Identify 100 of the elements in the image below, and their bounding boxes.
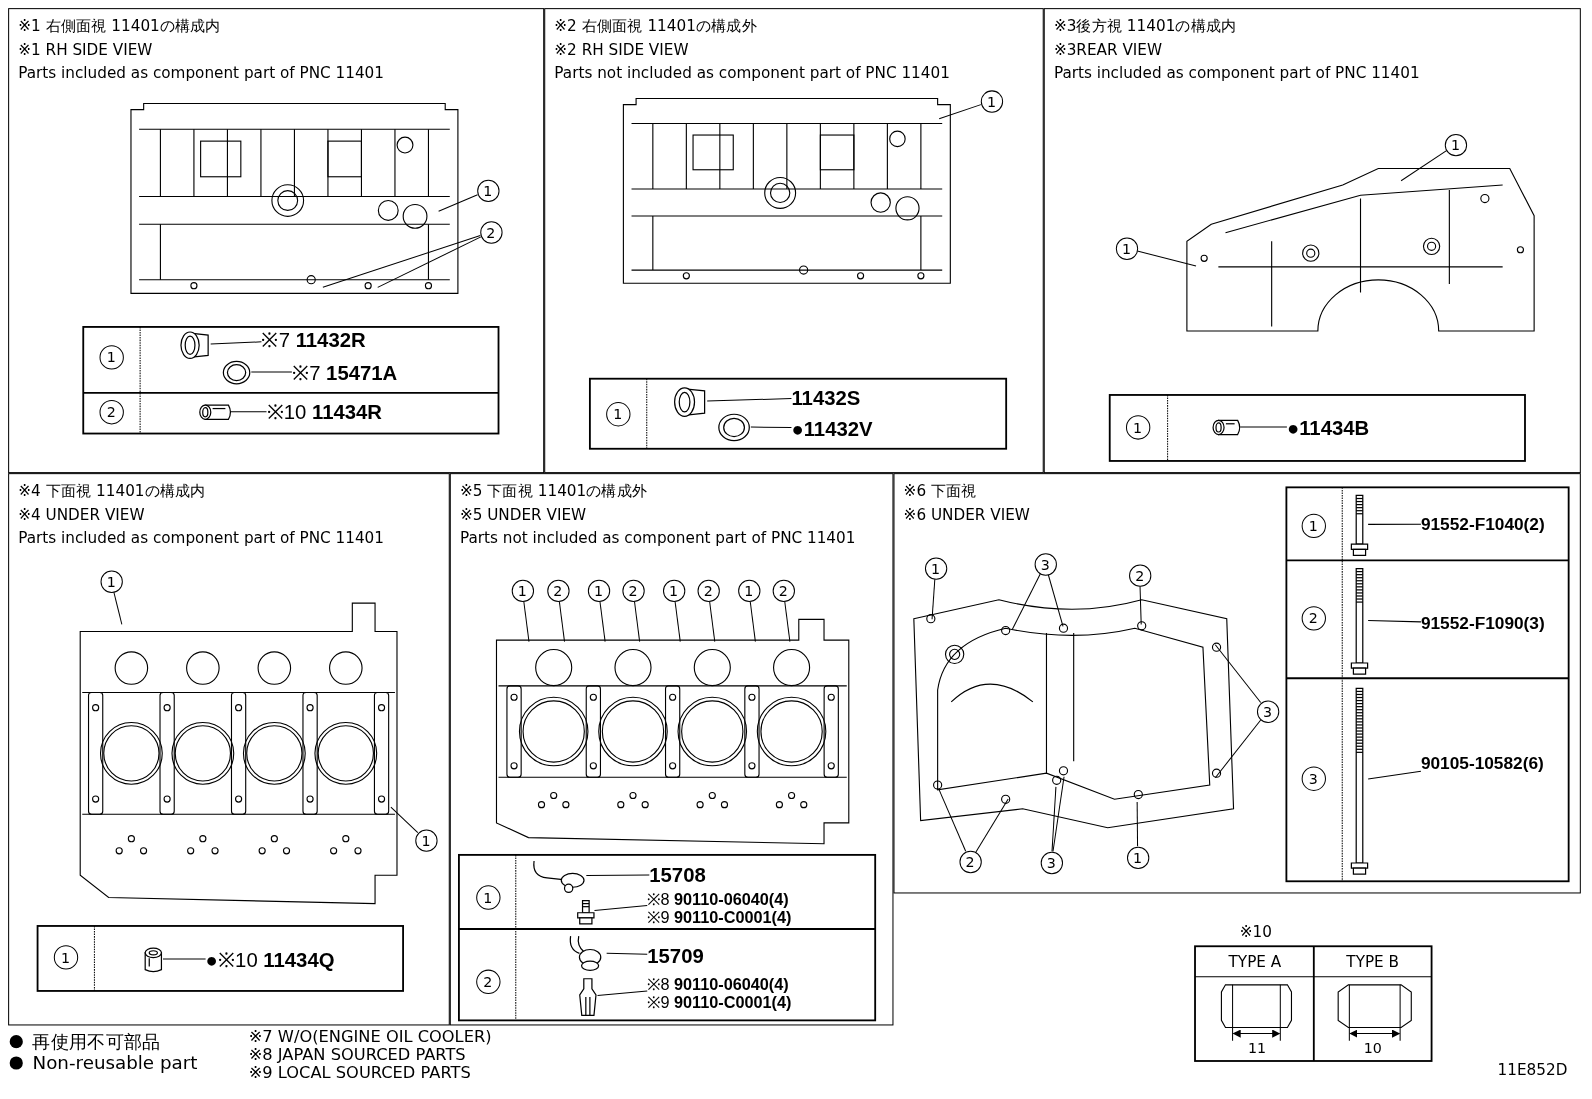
dimension-value: 11	[1246, 1039, 1267, 1057]
part-number: ●※10 11434Q	[205, 947, 335, 971]
part-number: ※8 90110-06040(4)	[647, 975, 789, 994]
leader-line	[558, 600, 565, 643]
column-header: TYPE B	[1345, 952, 1401, 971]
callout-number: 2	[546, 579, 570, 602]
bolt-icon	[1349, 685, 1369, 875]
panel-heading: ※4 UNDER VIEW	[18, 505, 145, 524]
panel-heading: Parts included as component part of PNC 11401	[18, 63, 384, 83]
item-number: 1	[605, 401, 630, 426]
callout-number: 2	[697, 579, 720, 602]
leader-line	[438, 194, 479, 212]
leader-line	[1367, 770, 1422, 780]
panel-heading: ※1 RH SIDE VIEW	[18, 40, 153, 59]
panel-heading: ※3REAR VIEW	[1053, 40, 1162, 59]
part-number: 91552-F1040(2)	[1420, 514, 1545, 534]
bolt-icon	[576, 898, 595, 925]
panel-heading: Parts included as component part of PNC 11401	[18, 528, 384, 548]
leader-line	[1214, 719, 1262, 779]
panel-heading: Parts not included as component part of PNC 11401	[554, 63, 950, 83]
leader-line	[1214, 644, 1262, 703]
item-number: 3	[1301, 766, 1326, 791]
callout-number: 1	[100, 570, 123, 593]
footnote: ※8 JAPAN SOURCED PARTS	[248, 1044, 466, 1065]
leader-line	[1139, 585, 1142, 625]
leader-line	[1400, 150, 1447, 182]
part-number: ※9 90110-C0001(4)	[647, 993, 792, 1012]
item-number: 1	[1125, 414, 1150, 440]
leader-line	[1136, 801, 1139, 847]
item-number: 1	[475, 884, 501, 910]
callout-number: 3	[1040, 851, 1063, 874]
callout-number: 2	[958, 850, 982, 873]
footnote: ※7 W/O(ENGINE OIL COOLER)	[248, 1026, 492, 1046]
leader-line	[938, 789, 967, 852]
item-number: 2	[99, 399, 124, 424]
callout-number: 1	[737, 579, 760, 602]
callout-number: 1	[511, 579, 534, 602]
part-number: ※7 15471A	[291, 360, 398, 384]
leader-line	[1367, 620, 1422, 623]
callout-number: 1	[662, 579, 685, 602]
bolt-icon	[1349, 566, 1369, 675]
part-number: 11432S	[791, 386, 861, 409]
dowel-pin-icon	[197, 402, 231, 421]
panel-heading: Parts not included as component part of PNC 11401	[459, 528, 856, 548]
leader-line	[1011, 573, 1041, 630]
panel-heading: ※5 UNDER VIEW	[459, 505, 587, 524]
leader-line	[1047, 574, 1064, 627]
callout-number: 2	[1128, 564, 1151, 587]
panel-heading: ※6 下面視	[903, 482, 977, 501]
callout-number: 1	[980, 89, 1003, 113]
leader-line	[597, 990, 648, 997]
leader-line	[975, 798, 1009, 853]
leader-line	[931, 578, 936, 620]
item-number: 1	[53, 944, 78, 970]
callout-number: 3	[1256, 700, 1279, 723]
callout-number: 1	[924, 556, 947, 580]
leader-line	[210, 341, 262, 345]
note-mark: ※10	[1238, 922, 1273, 942]
leader-line	[633, 600, 641, 643]
bolt-icon	[1349, 492, 1369, 556]
leader-line	[750, 426, 792, 429]
leader-line	[390, 806, 419, 833]
callout-number: 1	[1126, 846, 1149, 869]
dimension-value: 10	[1362, 1039, 1383, 1057]
panel-heading: ※3後方視 11401の構成内	[1053, 17, 1237, 36]
leader-line	[1136, 250, 1197, 267]
panel-heading: ※6 UNDER VIEW	[903, 505, 1030, 524]
part-number: 91552-F1090(3)	[1420, 613, 1545, 634]
part-number: ※8 90110-06040(4)	[647, 889, 789, 909]
legend-text: Non-reusable part	[32, 1052, 199, 1074]
leader-line	[230, 411, 268, 413]
legend-text: 再使用不可部品	[32, 1031, 162, 1052]
callout-number: 2	[479, 220, 503, 244]
part-number: 90105-10582(6)	[1420, 752, 1544, 773]
leader-line	[749, 600, 756, 643]
seal-ring-icon	[716, 411, 751, 443]
leader-line	[250, 371, 293, 373]
footnote: ※9 LOCAL SOURCED PARTS	[248, 1063, 471, 1082]
item-number: 1	[99, 344, 124, 370]
leader-line	[585, 874, 650, 876]
item-number: 2	[1301, 605, 1326, 630]
dowel-pin-icon	[1210, 417, 1241, 437]
part-number: ※9 90110-C0001(4)	[647, 908, 792, 927]
leader-line	[162, 958, 207, 960]
part-number: ●11432V	[791, 416, 873, 440]
callout-number: 2	[621, 579, 645, 602]
leader-line	[322, 235, 481, 288]
callout-number: 1	[587, 579, 610, 602]
leader-line	[377, 236, 482, 288]
leader-line	[1052, 776, 1065, 852]
callout-number: 1	[414, 829, 438, 852]
panel-heading: ※5 下面視 11401の構成外	[459, 482, 648, 501]
part-number: 15708	[649, 863, 706, 886]
leader-line	[706, 398, 792, 402]
callout-number: 1	[1115, 237, 1138, 260]
leader-line	[938, 104, 982, 120]
item-number: 2	[475, 969, 501, 994]
callout-number: 1	[1444, 133, 1467, 156]
dowel-pin-icon	[142, 945, 163, 973]
part-number: ※7 11432R	[261, 328, 366, 351]
